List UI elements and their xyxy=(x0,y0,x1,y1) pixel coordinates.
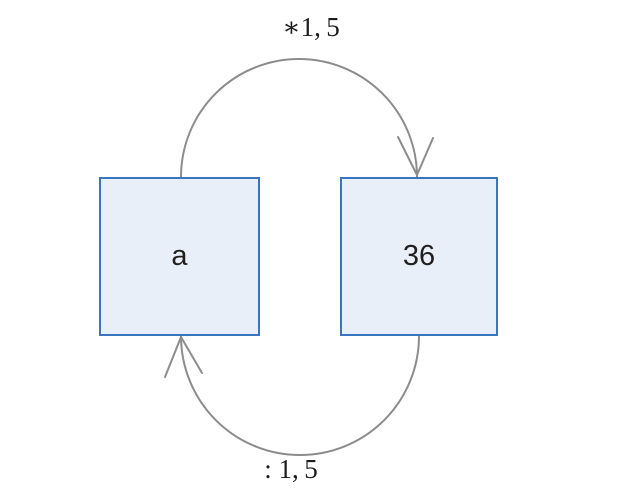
top-arrow-label: ∗1, 5 xyxy=(282,12,340,42)
node-a-label: a xyxy=(171,240,188,272)
bottom-arrow-curve xyxy=(180,335,420,456)
node-36-label: 36 xyxy=(402,240,436,272)
node-36: 36 xyxy=(340,177,498,336)
node-a: a xyxy=(99,177,260,336)
bottom-arrowhead-icon xyxy=(164,336,203,378)
bottom-arrow-label: : 1, 5 xyxy=(264,454,318,484)
top-arrow-curve xyxy=(180,58,418,178)
top-arrowhead-icon xyxy=(397,136,434,176)
